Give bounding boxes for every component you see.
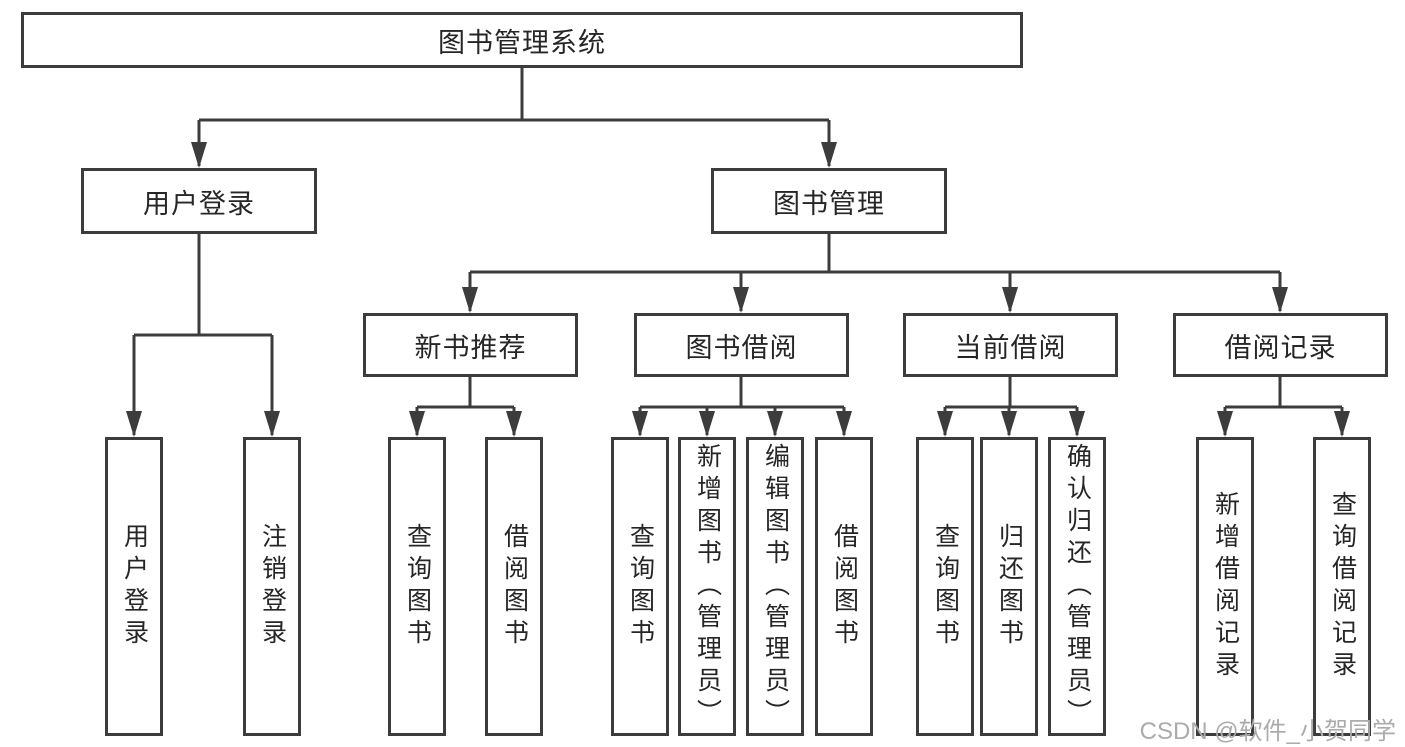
leaf-label: 新增图书（管理员）: [693, 442, 722, 731]
leaf-confirm-return-admin: 确认归还（管理员）: [1048, 437, 1106, 736]
leaf-edit-books-admin: 编辑图书（管理员）: [746, 437, 804, 736]
leaf-query-books-recommend: 查询图书: [388, 437, 446, 736]
leaf-label: 查询图书: [931, 522, 960, 651]
leaf-label: 编辑图书（管理员）: [761, 442, 790, 731]
node-library-system: 图书管理系统: [21, 12, 1023, 68]
leaf-label: 查询图书: [403, 522, 432, 651]
leaf-label: 借阅图书: [500, 522, 529, 651]
leaf-label: 用户登录: [120, 522, 149, 651]
leaf-logout: 注销登录: [243, 437, 301, 736]
leaf-add-borrow-record: 新增借阅记录: [1196, 437, 1254, 736]
leaf-label: 查询图书: [626, 522, 655, 651]
leaf-query-books-current: 查询图书: [916, 437, 974, 736]
leaf-label: 确认归还（管理员）: [1063, 442, 1092, 731]
leaf-label: 归还图书: [995, 522, 1024, 651]
leaf-borrow-books-recommend: 借阅图书: [485, 437, 543, 736]
leaf-user-login: 用户登录: [105, 437, 163, 736]
node-user-login: 用户登录: [81, 168, 317, 234]
arrowheads: [126, 142, 1350, 437]
leaf-query-books-borrow: 查询图书: [611, 437, 669, 736]
node-current-borrowing: 当前借阅: [903, 313, 1118, 377]
node-new-book-recommend: 新书推荐: [363, 313, 578, 377]
leaf-add-books-admin: 新增图书（管理员）: [678, 437, 736, 736]
watermark: CSDN @软件_小贺同学: [1139, 718, 1396, 745]
node-book-management: 图书管理: [711, 168, 947, 234]
node-borrowing-records: 借阅记录: [1173, 313, 1388, 377]
node-book-borrowing: 图书借阅: [634, 313, 849, 377]
leaf-label: 查询借阅记录: [1328, 490, 1357, 683]
leaf-label: 借阅图书: [830, 522, 859, 651]
leaf-label: 注销登录: [258, 522, 287, 651]
leaf-label: 新增借阅记录: [1211, 490, 1240, 683]
leaf-borrow-books: 借阅图书: [815, 437, 873, 736]
leaf-return-books: 归还图书: [980, 437, 1038, 736]
leaf-query-borrow-record: 查询借阅记录: [1313, 437, 1371, 736]
